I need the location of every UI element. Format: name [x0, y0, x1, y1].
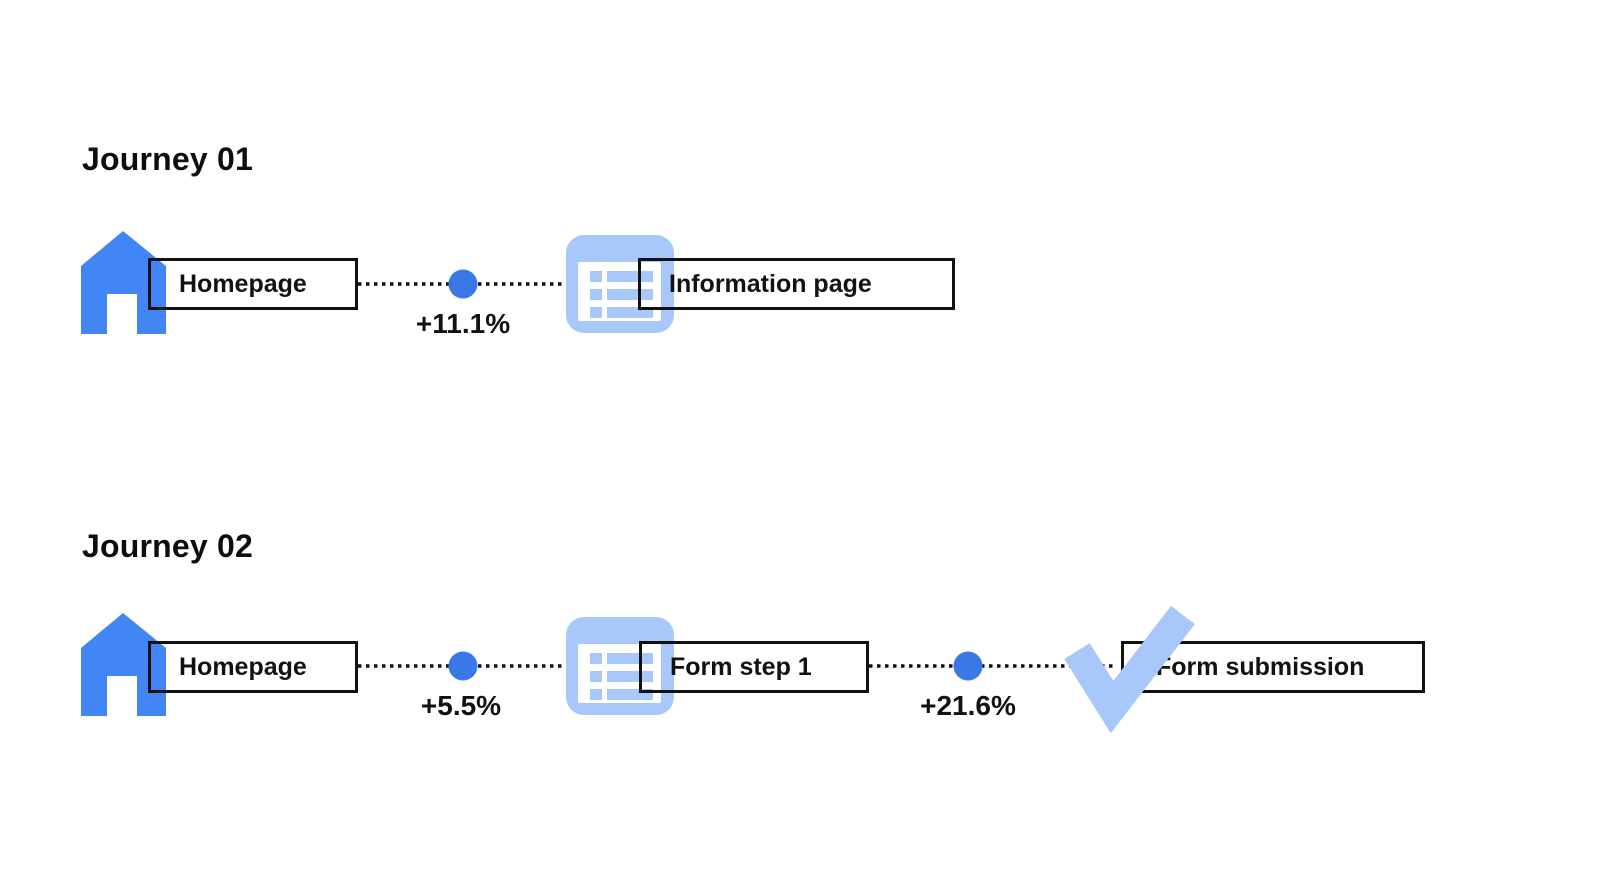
node-form-step-1: Form step 1 — [639, 641, 869, 693]
transition-dot — [953, 651, 983, 681]
node-homepage: Homepage — [148, 641, 358, 693]
page-list-icon — [566, 617, 674, 715]
node-label: Homepage — [179, 269, 307, 298]
transition-dot — [448, 651, 478, 681]
page-list-icon — [566, 235, 674, 333]
transition-percentage: +11.1% — [415, 308, 511, 339]
node-information-page: Information page — [638, 258, 955, 310]
journey-02-title: Journey 02 — [82, 528, 253, 564]
journey-02-connector — [358, 651, 1115, 681]
transition-percentage: +21.6% — [920, 690, 1016, 721]
home-icon — [81, 613, 166, 716]
node-label: Information page — [669, 269, 872, 298]
transition-dot — [448, 269, 478, 299]
journey-01-title: Journey 01 — [82, 141, 253, 177]
page-list-icon-panel — [578, 644, 661, 703]
node-form-submission: Form submission — [1121, 641, 1425, 693]
node-label: Homepage — [179, 652, 307, 681]
node-label: Form step 1 — [670, 652, 812, 681]
home-icon — [81, 231, 166, 334]
node-homepage: Homepage — [148, 258, 358, 310]
node-label: Form submission — [1156, 652, 1365, 681]
page-list-icon-panel — [578, 262, 661, 321]
transition-percentage: +5.5% — [420, 690, 502, 721]
journey-01-connector — [358, 269, 578, 299]
checkmark-icon — [1064, 605, 1195, 734]
